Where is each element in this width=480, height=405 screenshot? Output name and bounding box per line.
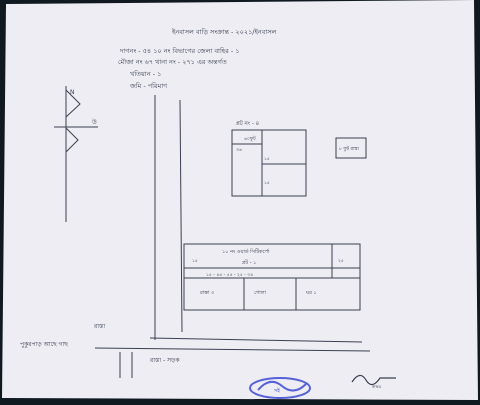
lower-room-sub: প্লট - ১ <box>242 259 256 266</box>
header-line-3: মৌজা নং ৬৭ থানা নং - ২৭১ এর অন্তর্গত <box>118 58 228 66</box>
road-lines <box>94 95 371 378</box>
north-arrow-icon <box>54 86 98 222</box>
lower-room-left-dim: ১৫ <box>192 259 198 264</box>
signature-mark <box>351 374 396 386</box>
upper-room-middle-b: ১৫ <box>264 181 270 186</box>
bottom-left-text: পুকুরপাড় আছে গাছ <box>20 341 68 348</box>
upper-room-middle-a: ১৫ <box>264 157 270 162</box>
north-mark: N <box>70 89 75 96</box>
header-line-5: জমি - পরিমাণ <box>129 82 168 90</box>
stamp-text: সই <box>273 388 280 394</box>
upper-room-title: প্লট নং - ৪ <box>236 119 260 127</box>
signature-text: স্বাক্ষর <box>371 384 382 389</box>
upper-room-top: ৬০ফুট <box>244 135 256 142</box>
stamp-icon <box>249 377 311 399</box>
north-label: উ <box>91 118 97 126</box>
bottom-road-label: রাস্তা - সড়ক <box>149 357 180 364</box>
lower-room-title: ১০ নং ওয়ার্ড সিটিকর্পো <box>222 248 270 255</box>
lower-cell-3: ঘর ১ <box>305 290 317 296</box>
lower-dims-row: ১৫ - ৪৪ - ৫৫ - ২৫ - ৩৪ <box>206 273 253 278</box>
lower-room-plan <box>183 243 361 311</box>
header-line-4: খতিয়ান - ১ <box>130 70 161 78</box>
lower-cell-2: গোলা <box>254 290 266 296</box>
lower-cell-1: রাস্তা ৩ <box>199 290 215 296</box>
side-box-text: ৮ ফুট রাস্তা <box>339 145 360 152</box>
header-line-2: দাগনং - ৫৪ ১০ নং বিভাগের জেলা বাহির - ১ <box>119 47 240 55</box>
lower-room-right-dim: ২৫ <box>338 259 344 264</box>
paper <box>2 0 478 400</box>
upper-room-plan <box>231 129 307 197</box>
bottom-road-left: রাস্তা <box>93 323 105 330</box>
upper-room-left: ৩৬ <box>236 148 243 153</box>
side-box <box>335 137 367 159</box>
header-line-1: ইনবাসল বাড়ি সংক্রান্ত - ২০২১/ইনবাসল <box>171 28 278 36</box>
